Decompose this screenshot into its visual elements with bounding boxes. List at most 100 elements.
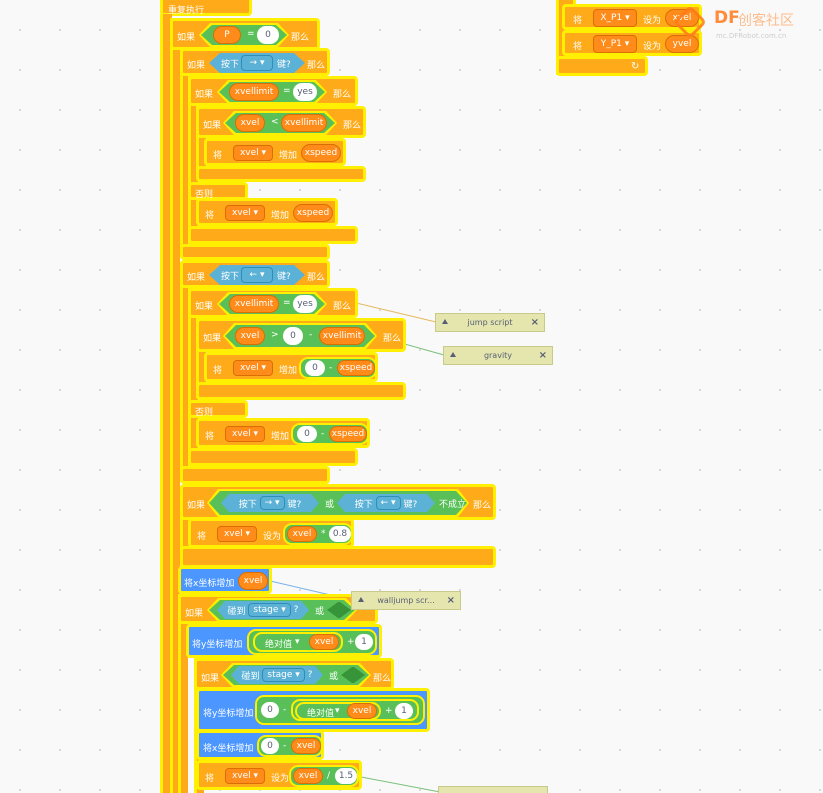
p-reporter[interactable]: P (213, 26, 241, 44)
if-p-arm[interactable] (170, 18, 180, 793)
collapse-triangle-icon[interactable] (442, 319, 448, 324)
forever-block-top[interactable]: 重复执行 (160, 0, 252, 16)
if-left-footer[interactable] (180, 466, 330, 484)
xspeed-reporter[interactable]: xspeed (301, 144, 341, 162)
var-dropdown-xvel[interactable]: xvel ▾ (217, 526, 257, 542)
key-dropdown-right[interactable]: → ▾ (241, 55, 273, 71)
one-input[interactable]: 1 (355, 634, 373, 650)
if-limit-yes-header-2[interactable]: 如果 xvellimit = yes 那么 (188, 288, 358, 318)
var-dropdown-xvel[interactable]: xvel ▾ (225, 768, 265, 784)
if-right-header[interactable]: 如果 按下 → ▾ 键? 那么 (180, 48, 330, 76)
or-operator[interactable]: 碰到 stage ▾ ? 或 (221, 663, 371, 687)
equals-operator-p[interactable]: P = 0 (199, 23, 289, 47)
if-else-limit-footer[interactable] (188, 226, 358, 244)
xvel-reporter[interactable]: xvel (235, 114, 265, 132)
comment-walljump[interactable]: walljump scr... × (351, 591, 461, 610)
else-bar-2[interactable]: 否则 (188, 400, 248, 418)
if-gt-arm[interactable] (196, 318, 206, 398)
zero-input[interactable]: 0 (297, 426, 317, 442)
yes-input[interactable]: yes (293, 295, 317, 313)
if-not-header[interactable]: 如果 按下 → ▾ 键? 或 按下 ← ▾ 键? 不成立 那么 (180, 484, 496, 520)
touching-stage-sensor[interactable]: 碰到 stage ▾ ? (217, 601, 309, 619)
xspeed-reporter[interactable]: xspeed (329, 426, 367, 442)
if-lt-arm[interactable] (196, 106, 206, 172)
xvel-reporter[interactable]: xvel (347, 703, 377, 719)
if-else-limit-arm[interactable] (188, 76, 198, 248)
equals-operator-limit[interactable]: xvellimit = yes (217, 80, 327, 104)
add-operator[interactable]: 绝对值▾ xvel + 1 (291, 699, 419, 721)
touching-dropdown[interactable]: stage ▾ (262, 668, 304, 682)
xvellimit-reporter[interactable]: xvellimit (281, 114, 327, 132)
subtract-operator[interactable]: 0 - xvel (257, 735, 323, 757)
subtract-operator[interactable]: 0 - xspeed (299, 357, 377, 379)
subtract-operator[interactable]: 0 - 绝对值▾ xvel + 1 (255, 695, 425, 725)
onefive-input[interactable]: 1.5 (335, 768, 357, 784)
var-dropdown-xvel[interactable]: xvel ▾ (233, 360, 273, 376)
empty-boolean-slot[interactable] (327, 602, 351, 618)
forever-arm[interactable] (160, 14, 172, 793)
xvel-reporter[interactable]: xvel (235, 327, 265, 345)
if-left-header[interactable]: 如果 按下 ← ▾ 键? 那么 (180, 260, 330, 288)
key-pressed-right-sensor[interactable]: 按下 → ▾ 键? (221, 494, 319, 512)
change-xvel-by-xspeed-block[interactable]: 将 xvel ▾ 增加 xspeed (204, 138, 346, 166)
if-limit-yes-header[interactable]: 如果 xvellimit = yes 那么 (188, 76, 358, 106)
change-xvel-neg-block[interactable]: 将 xvel ▾ 增加 0 - xspeed (204, 352, 378, 382)
point8-input[interactable]: 0.8 (329, 526, 351, 542)
set-x-p1-block[interactable]: 将 X_P1 ▾ 设为 xvel (562, 4, 702, 30)
change-xvel-block-else[interactable]: 将 xvel ▾ 增加 xspeed (196, 198, 338, 226)
change-y-by-neg-abs-block[interactable]: 将y坐标增加 0 - 绝对值▾ xvel + 1 (196, 688, 430, 732)
xvel-reporter[interactable]: xvel (309, 634, 339, 650)
key-dropdown-right[interactable]: → ▾ (260, 496, 285, 510)
close-icon[interactable]: × (530, 317, 539, 328)
if-lt-footer[interactable] (196, 166, 366, 182)
change-x-by-neg-xvel-block[interactable]: 将x坐标增加 0 - xvel (196, 730, 324, 760)
var-dropdown-xvel[interactable]: xvel ▾ (233, 145, 273, 161)
add-operator[interactable]: 绝对值 ▾ xvel + 1 (247, 629, 377, 655)
if-gt-footer[interactable] (196, 382, 406, 400)
change-y-by-abs-block[interactable]: 将y坐标增加 绝对值 ▾ xvel + 1 (186, 624, 382, 658)
equals-operator-limit[interactable]: xvellimit = yes (217, 292, 327, 316)
xvel-reporter[interactable]: xvel (665, 9, 699, 27)
set-xvel-div-block[interactable]: 将 xvel ▾ 设为 xvel / 1.5 (196, 760, 362, 790)
if-touch-header[interactable]: 如果 碰到 stage ▾ ? 或 (178, 594, 378, 624)
if-left-arm[interactable] (180, 262, 190, 482)
comment-jump-script[interactable]: jump script × (435, 313, 545, 332)
touching-stage-sensor[interactable]: 碰到 stage ▾ ? (231, 666, 323, 684)
var-dropdown-y-p1[interactable]: Y_P1 ▾ (593, 35, 637, 53)
zero-input[interactable]: 0 (283, 327, 303, 345)
collapse-triangle-icon[interactable] (358, 597, 364, 602)
touching-dropdown[interactable]: stage ▾ (248, 603, 290, 617)
comment-gravity[interactable]: gravity × (443, 346, 553, 365)
if-not-arm[interactable] (180, 486, 190, 564)
xspeed-reporter[interactable]: xspeed (337, 360, 375, 376)
key-dropdown-left[interactable]: ← ▾ (241, 267, 273, 283)
collapse-triangle-icon[interactable] (450, 352, 456, 357)
xspeed-reporter[interactable]: xspeed (293, 204, 333, 222)
set-y-p1-block[interactable]: 将 Y_P1 ▾ 设为 yvel (562, 30, 702, 56)
xvel-reporter[interactable]: xvel (287, 526, 317, 542)
divide-operator[interactable]: xvel / 1.5 (289, 765, 359, 787)
key-pressed-left-sensor[interactable]: 按下 ← ▾ 键? (209, 265, 305, 285)
change-xvel-neg-block-else[interactable]: 将 xvel ▾ 增加 0 - xspeed (196, 418, 370, 448)
yvel-reporter[interactable]: yvel (665, 35, 699, 53)
zero-input[interactable]: 0 (261, 702, 279, 718)
xvel-reporter[interactable]: xvel (293, 768, 323, 784)
if-right-arm[interactable] (180, 50, 190, 255)
abs-operator[interactable]: 绝对值▾ xvel (295, 702, 381, 720)
comment-bottom[interactable] (438, 786, 548, 793)
not-operator[interactable]: 按下 → ▾ 键? 或 按下 ← ▾ 键? 不成立 (207, 489, 469, 517)
set-xvel-times-block[interactable]: 将 xvel ▾ 设为 xvel * 0.8 (188, 518, 354, 548)
zero-input[interactable]: 0 (257, 26, 279, 44)
if-right-footer[interactable] (180, 244, 330, 260)
close-icon[interactable]: × (446, 595, 455, 606)
if-else-limit-footer-2[interactable] (188, 448, 358, 466)
xvel-reporter[interactable]: xvel (238, 572, 268, 590)
subtract-operator[interactable]: 0 - xspeed (291, 423, 369, 445)
close-icon[interactable]: × (538, 350, 547, 361)
xvellimit-reporter[interactable]: xvellimit (229, 295, 279, 313)
if-touch-header-2[interactable]: 如果 碰到 stage ▾ ? 或 那么 (194, 658, 394, 690)
if-else-limit-arm-2[interactable] (188, 288, 198, 470)
key-pressed-left-sensor[interactable]: 按下 ← ▾ 键? (337, 494, 435, 512)
if-not-footer[interactable] (180, 546, 496, 568)
or-operator[interactable]: 碰到 stage ▾ ? 或 (207, 598, 357, 622)
